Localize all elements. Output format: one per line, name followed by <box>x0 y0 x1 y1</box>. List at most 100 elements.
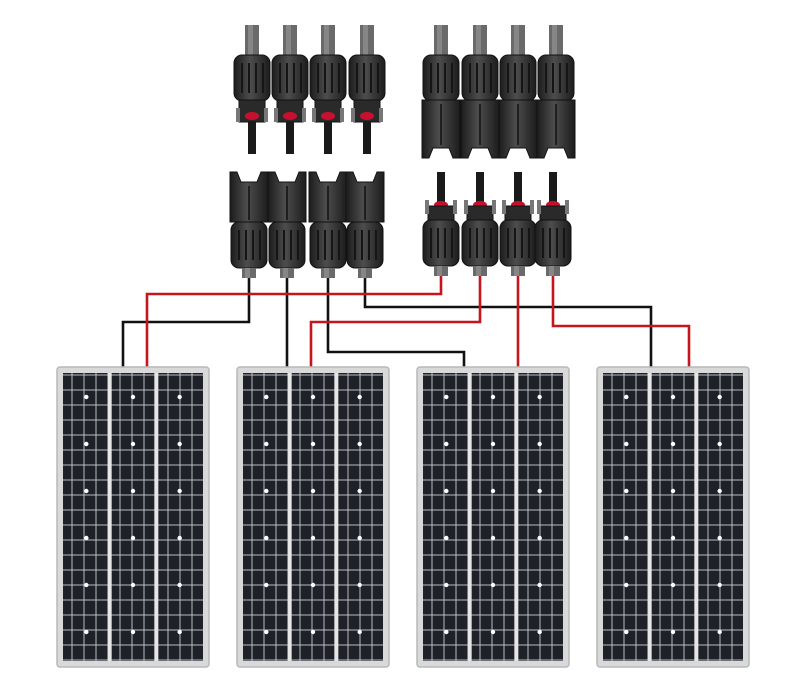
panel-cell-dot <box>670 394 676 400</box>
solar-panel-4 <box>596 366 750 668</box>
panel-busbar <box>287 373 292 661</box>
panel-cell-dot <box>624 488 629 494</box>
connector-nut <box>499 54 537 102</box>
connector-pin <box>476 172 484 202</box>
panel-cell-dot <box>357 535 362 541</box>
connector-latch <box>351 108 355 122</box>
panel-cell-dot <box>670 488 676 494</box>
connector-pin <box>324 122 332 154</box>
connector-nut <box>268 221 306 269</box>
connector-nut <box>422 219 460 267</box>
connector-top-right-4 <box>536 25 576 159</box>
panel-cell-dot <box>84 535 89 541</box>
panel-cell-dot <box>264 629 269 635</box>
panel-cell-dot <box>177 441 182 447</box>
panel-cell-dot <box>130 629 136 635</box>
connector-latch <box>565 200 569 214</box>
connector-nut <box>461 219 499 267</box>
panel-cell-dot <box>490 535 496 541</box>
connector-nut <box>461 54 499 102</box>
panel-cell-dot <box>444 629 449 635</box>
connector-pin <box>437 172 445 202</box>
panel-cell-dot <box>357 441 362 447</box>
panel-cell-dot <box>310 535 316 541</box>
panel-cell-dot <box>357 394 362 400</box>
connector-top-right-2 <box>460 25 500 159</box>
connector-latch <box>274 108 278 122</box>
connector-latch <box>492 200 496 214</box>
panel-cell-dot <box>537 629 542 635</box>
cable-highlight <box>514 266 519 276</box>
panel-cell-dot <box>177 629 182 635</box>
panel-cell-dot <box>537 535 542 541</box>
connector-latch <box>236 108 240 122</box>
panel-cell-dot <box>490 629 496 635</box>
connector-collar <box>427 205 455 221</box>
panel-cell-dot <box>624 629 629 635</box>
panel-cell-dot <box>310 441 316 447</box>
connector-nut <box>346 221 384 269</box>
connector-top-left-1 <box>233 25 271 154</box>
panel-cell-dot <box>537 441 542 447</box>
panel-cell-dot <box>670 441 676 447</box>
panel-cells <box>63 373 203 661</box>
connector-nut <box>534 219 572 267</box>
connector-nut <box>499 219 537 267</box>
panel-cell-dot <box>177 488 182 494</box>
panel-busbar <box>334 373 339 661</box>
connector-top-left-3 <box>309 25 347 154</box>
panel-cell-dot <box>357 488 362 494</box>
cable-highlight <box>476 25 481 55</box>
panel-cell-dot <box>84 629 89 635</box>
connector-bottom-right-1 <box>422 172 460 276</box>
wires <box>121 272 691 367</box>
connector-pin <box>248 122 256 154</box>
connector-nut <box>271 54 309 102</box>
cable-highlight <box>361 268 366 278</box>
cable-highlight <box>286 25 291 55</box>
panel-cell-dot <box>624 535 629 541</box>
panel-cell-dot <box>624 441 629 447</box>
panel-cell-dot <box>264 488 269 494</box>
connector-latch <box>425 200 429 214</box>
connector-bottom-right-3 <box>499 172 537 276</box>
panel-cell-dot <box>130 535 136 541</box>
panel-cell-dot <box>177 394 182 400</box>
panel-busbar <box>514 373 519 661</box>
connector-red-ring <box>321 112 335 120</box>
panel-cell-dot <box>264 394 269 400</box>
wire-black-panel3 <box>326 272 466 367</box>
panel-cell-dot <box>264 441 269 447</box>
panel-cell-dot <box>624 582 629 588</box>
panel-cell-dot <box>717 441 722 447</box>
panel-cell-dot <box>84 582 89 588</box>
panel-cell-dot <box>717 582 722 588</box>
connector-pin <box>286 122 294 154</box>
connector-latch <box>464 200 468 214</box>
solar-panel-2 <box>236 366 390 668</box>
panel-cell-dot <box>444 582 449 588</box>
panel-cell-dot <box>670 535 676 541</box>
connector-latch <box>312 108 316 122</box>
wire-red-panel4 <box>551 272 691 367</box>
connector-bottom-right-4 <box>534 172 572 276</box>
cable-highlight <box>245 268 250 278</box>
connector-latch <box>537 200 541 214</box>
cable-highlight <box>248 25 253 55</box>
connector-bottom-left-4 <box>345 171 385 278</box>
wire-black-panel1 <box>121 272 251 367</box>
panel-cell-dot <box>310 629 316 635</box>
panel-cell-dot <box>537 488 542 494</box>
connector-nut <box>422 54 460 102</box>
connector-top-right-3 <box>498 25 538 159</box>
connector-pin <box>363 122 371 154</box>
panel-cell-dot <box>177 535 182 541</box>
panel-cell-dot <box>84 488 89 494</box>
wire-red-panel2 <box>309 272 482 367</box>
panel-cells <box>423 373 563 661</box>
panel-cell-dot <box>130 441 136 447</box>
cable-highlight <box>363 25 368 55</box>
panel-cell-dot <box>357 582 362 588</box>
panel-cell-dot <box>717 488 722 494</box>
